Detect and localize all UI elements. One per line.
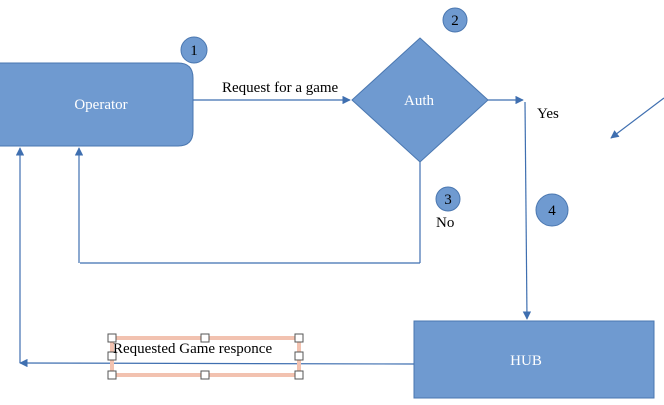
step-badge-4[interactable]: 4 bbox=[535, 193, 569, 227]
yes-connector[interactable] bbox=[488, 95, 532, 320]
resize-handle[interactable] bbox=[294, 333, 304, 343]
step-badge-3[interactable]: 3 bbox=[435, 186, 461, 212]
badge-number: 4 bbox=[548, 203, 556, 219]
request-label: Request for a game bbox=[222, 80, 339, 96]
response-label-selection[interactable]: Requested Game responce bbox=[107, 333, 304, 380]
resize-handle[interactable] bbox=[294, 351, 304, 361]
response-connector[interactable] bbox=[15, 147, 415, 368]
no-label: No bbox=[436, 215, 454, 231]
badge-number: 2 bbox=[451, 13, 459, 29]
badge-number: 1 bbox=[190, 43, 198, 59]
hub-node[interactable]: HUB bbox=[413, 320, 655, 399]
resize-handle[interactable] bbox=[107, 333, 117, 343]
resize-handle[interactable] bbox=[200, 370, 210, 380]
no-connector[interactable] bbox=[74, 147, 421, 264]
yes-label: Yes bbox=[537, 106, 559, 122]
response-label: Requested Game responce bbox=[113, 341, 272, 357]
operator-label: Operator bbox=[74, 97, 127, 113]
step-badge-2[interactable]: 2 bbox=[442, 7, 468, 33]
resize-handle[interactable] bbox=[294, 370, 304, 380]
auth-decision-node[interactable]: Auth bbox=[351, 37, 489, 163]
operator-node[interactable]: Operator bbox=[0, 62, 194, 147]
auth-label: Auth bbox=[404, 93, 435, 109]
step-badge-1[interactable]: 1 bbox=[180, 36, 208, 64]
resize-handle[interactable] bbox=[107, 370, 117, 380]
hub-label: HUB bbox=[510, 353, 542, 369]
resize-handle[interactable] bbox=[107, 351, 117, 361]
badge-number: 3 bbox=[444, 192, 452, 208]
pointer-arrow[interactable] bbox=[610, 97, 664, 139]
resize-handle[interactable] bbox=[200, 333, 210, 343]
